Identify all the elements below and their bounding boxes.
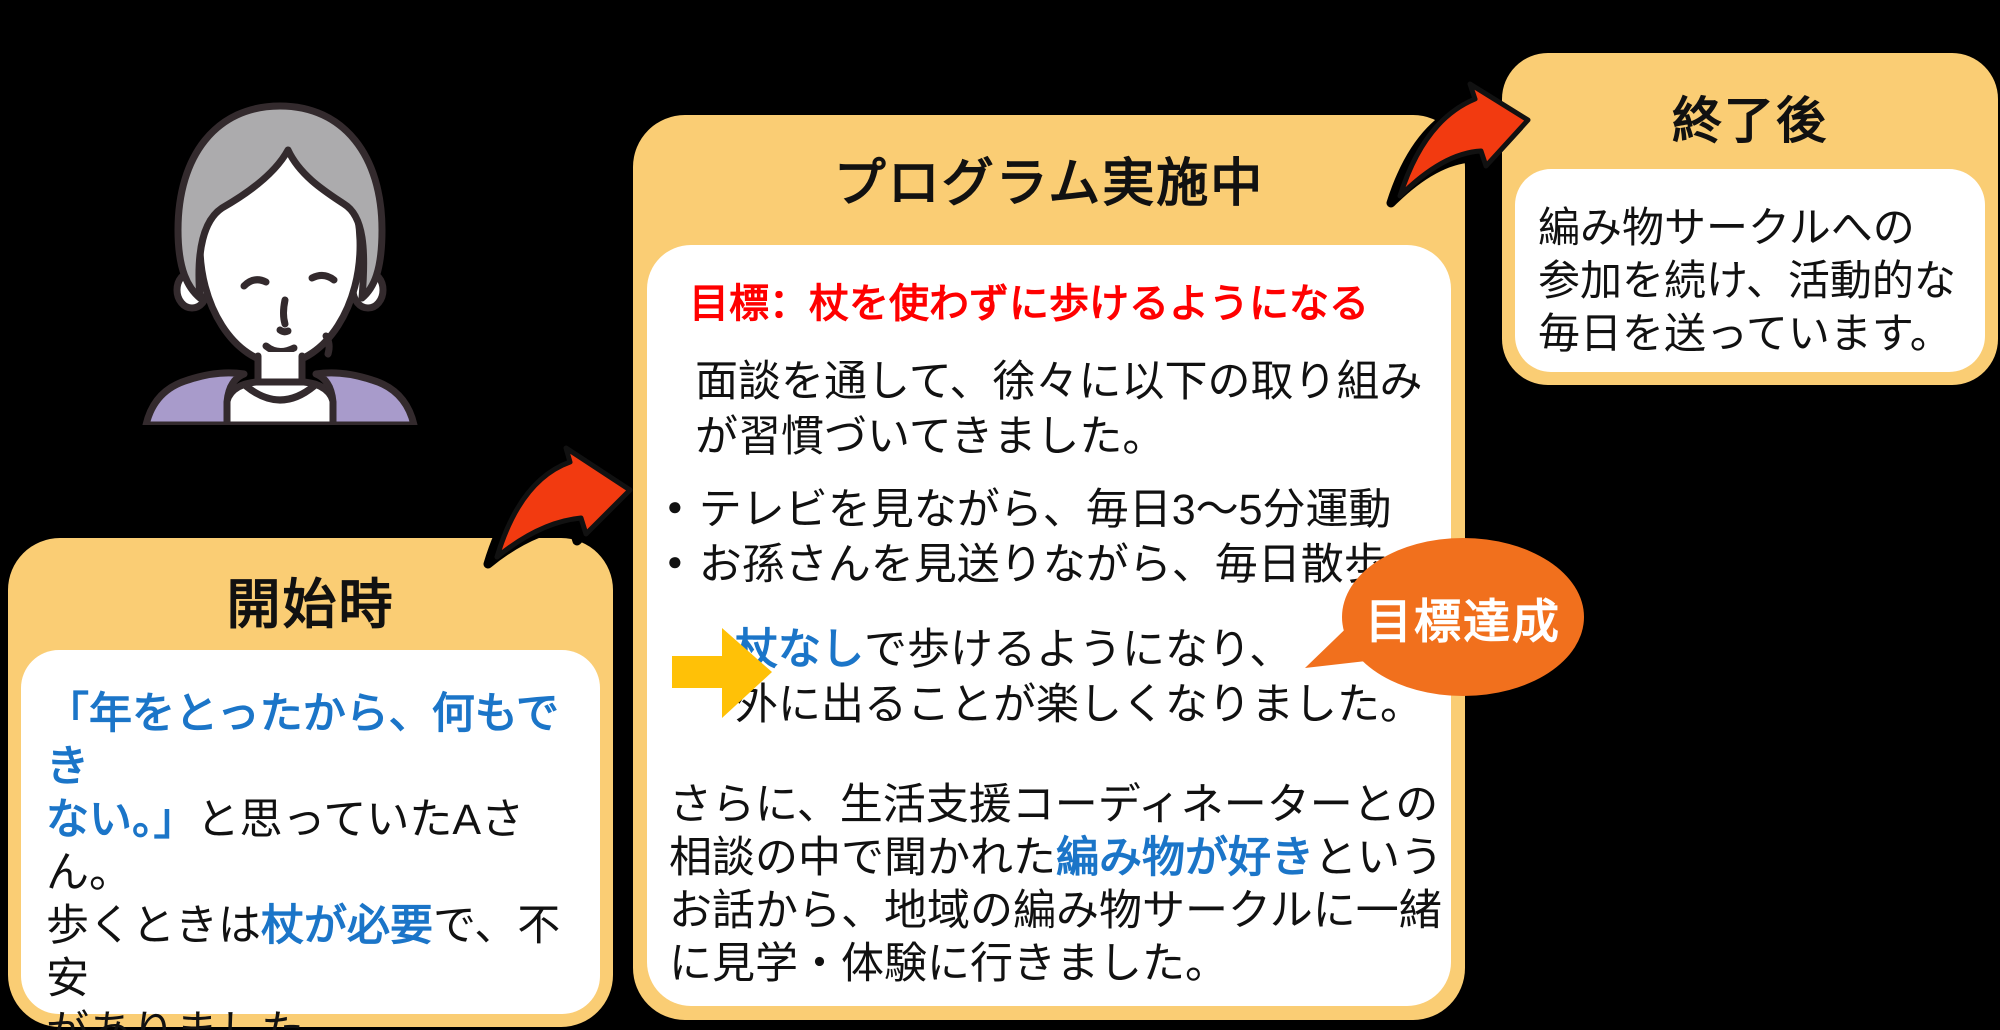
hair xyxy=(174,102,386,302)
nose xyxy=(280,296,289,328)
goal-text: 目標：杖を使わずに歩けるようになる xyxy=(689,282,1369,326)
bullet-icon: ● xyxy=(667,546,683,576)
stage-box-after: 終了後 編み物サークルへの 参加を続け、活動的な 毎日を送っています。 xyxy=(1502,53,1998,385)
collar xyxy=(242,382,318,404)
eye-right xyxy=(308,271,338,284)
stage-text-after: 編み物サークルへの 参加を続け、活動的な 毎日を送っています。 xyxy=(1538,204,1956,357)
stage-box-during: プログラム実施中 目標：杖を使わずに歩けるようになる 面談を通して、徐々に以下の… xyxy=(633,115,1465,1020)
bullet-item-exercise: ● テレビを見ながら、毎日3～5分運動 xyxy=(667,475,1392,537)
nose-tip xyxy=(276,326,292,336)
stage-title-during: プログラム実施中 xyxy=(833,155,1265,213)
cardigan-right xyxy=(312,369,418,425)
bullet-text: お孫さんを見送りながら、毎日散歩 xyxy=(698,541,1387,589)
mouth xyxy=(262,342,298,355)
bullet-text: テレビを見ながら、毎日3～5分運動 xyxy=(698,486,1392,534)
stage-title-start: 開始時 xyxy=(226,575,395,635)
bullet-item-walk: ● お孫さんを見送りながら、毎日散歩 xyxy=(667,530,1387,592)
goal-achieved-bubble: 目標達成 xyxy=(1342,538,1584,696)
eye-left xyxy=(240,276,270,290)
stage-panel-start xyxy=(21,650,600,1014)
gold-right-arrow-icon xyxy=(672,628,772,718)
elderly-woman-illustration xyxy=(142,102,418,425)
stage-panel-after xyxy=(1515,169,1985,372)
result-text: 杖なしで歩けるようになり、 外に出ることが楽しくなりました。 xyxy=(735,626,1423,729)
stage-text-start: 「年をとったから、何もでき ない。」と思っていたAさん。 歩くときは杖が必要で、… xyxy=(46,690,561,1030)
goal-achieved-label: 目標達成 xyxy=(1365,594,1561,648)
cheek-line xyxy=(322,332,333,358)
stage-title-after: 終了後 xyxy=(1672,93,1828,149)
extra-text: さらに、生活支援コーディネーターとの 相談の中で聞かれた編み物が好きという お話… xyxy=(669,781,1443,988)
stage-box-start: 開始時 「年をとったから、何もでき ない。」と思っていたAさん。 歩くときは杖が… xyxy=(8,538,613,1030)
bullet-icon: ● xyxy=(667,491,683,521)
intro-text: 面談を通して、徐々に以下の取り組み が習慣づいてきました。 xyxy=(695,358,1423,461)
cardigan-left xyxy=(142,369,248,425)
